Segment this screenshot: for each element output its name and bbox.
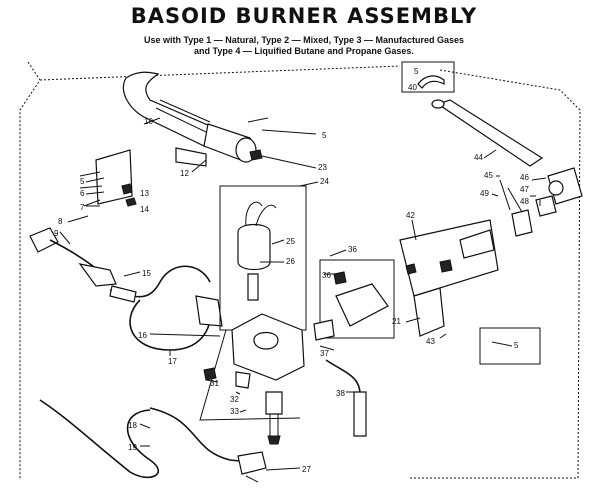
- callout-7: 7: [80, 203, 85, 212]
- callout-14: 14: [140, 205, 149, 214]
- callout-21: 21: [392, 317, 401, 326]
- screw-5b: [247, 117, 269, 123]
- callout-9: 9: [54, 229, 59, 238]
- callout-49: 49: [480, 189, 489, 198]
- callout-19: 19: [128, 443, 137, 452]
- part-37-fitting: [313, 319, 335, 341]
- diagram-title: BASOID BURNER ASSEMBLY: [130, 4, 478, 28]
- callout-17: 17: [168, 357, 177, 366]
- callout-6: 6: [80, 189, 85, 198]
- part-6-plate: [95, 149, 133, 205]
- part-33-orifice: [265, 391, 283, 415]
- callout-27: 27: [302, 465, 311, 474]
- subtitle-line-2: and Type 4 — Liquified Butane and Propan…: [194, 46, 414, 56]
- part-24-box: [219, 185, 307, 331]
- callout-36: 36: [348, 245, 357, 254]
- part-8-plug: [29, 227, 59, 253]
- diagram-subtitle: Use with Type 1 — Natural, Type 2 — Mixe…: [0, 35, 608, 57]
- clip-part-40: [417, 75, 445, 89]
- callout-36b: 36: [322, 271, 331, 280]
- part-19-cable: [149, 407, 251, 463]
- part-10-burner: [122, 71, 257, 163]
- callout-16: 16: [138, 331, 147, 340]
- callout-23: 23: [318, 163, 327, 172]
- callout-47: 47: [520, 185, 529, 194]
- part-18-flexline: [39, 399, 159, 479]
- callout-38: 38: [336, 389, 345, 398]
- callout-48: 48: [520, 197, 529, 206]
- callout-31: 31: [210, 379, 219, 388]
- callout-5a: 5: [414, 67, 419, 76]
- part-31-ring: [203, 367, 217, 381]
- part-13-nut: [121, 183, 133, 195]
- callout-24: 24: [320, 177, 329, 186]
- callout-12: 12: [180, 169, 189, 178]
- callout-45: 45: [484, 171, 493, 180]
- callout-25: 25: [286, 237, 295, 246]
- callout-15: 15: [142, 269, 151, 278]
- callout-32: 32: [230, 395, 239, 404]
- part-25-solenoid: [237, 223, 271, 271]
- part-26-stem: [247, 273, 259, 301]
- part-21-plate: [413, 287, 445, 337]
- assembly-boundary: [19, 61, 581, 480]
- part-32-fitting: [235, 371, 251, 389]
- callout-44: 44: [474, 153, 483, 162]
- part-44-tube: [436, 99, 544, 167]
- part-16-fitting: [195, 295, 223, 327]
- part-23-nut: [249, 149, 263, 161]
- part-27-block: [237, 451, 267, 475]
- callout-42: 42: [406, 211, 415, 220]
- callout-13: 13: [140, 189, 149, 198]
- callout-46: 46: [520, 173, 529, 182]
- part-14-washer: [125, 197, 137, 207]
- callout-18: 18: [128, 421, 137, 430]
- callout-5c: 5: [80, 177, 85, 186]
- part-12-bracket: [175, 147, 207, 167]
- callout-43: 43: [426, 337, 435, 346]
- callout-5d: 5: [514, 341, 519, 350]
- part-36-box: [319, 259, 395, 339]
- callout-5b: 5: [322, 131, 327, 140]
- callout-8: 8: [58, 217, 63, 226]
- callout-37: 37: [320, 349, 329, 358]
- part-46-cluster: [511, 167, 583, 237]
- part-36-control: [335, 283, 389, 327]
- part-17-loop: [129, 299, 211, 351]
- subtitle-line-1: Use with Type 1 — Natural, Type 2 — Mixe…: [143, 35, 465, 45]
- callout-33: 33: [230, 407, 239, 416]
- inset-box-bottom-right: [479, 327, 541, 365]
- inset-box-top: [401, 61, 455, 93]
- callout-26: 26: [286, 257, 295, 266]
- callout-40: 40: [408, 83, 417, 92]
- callout-10: 10: [144, 117, 153, 126]
